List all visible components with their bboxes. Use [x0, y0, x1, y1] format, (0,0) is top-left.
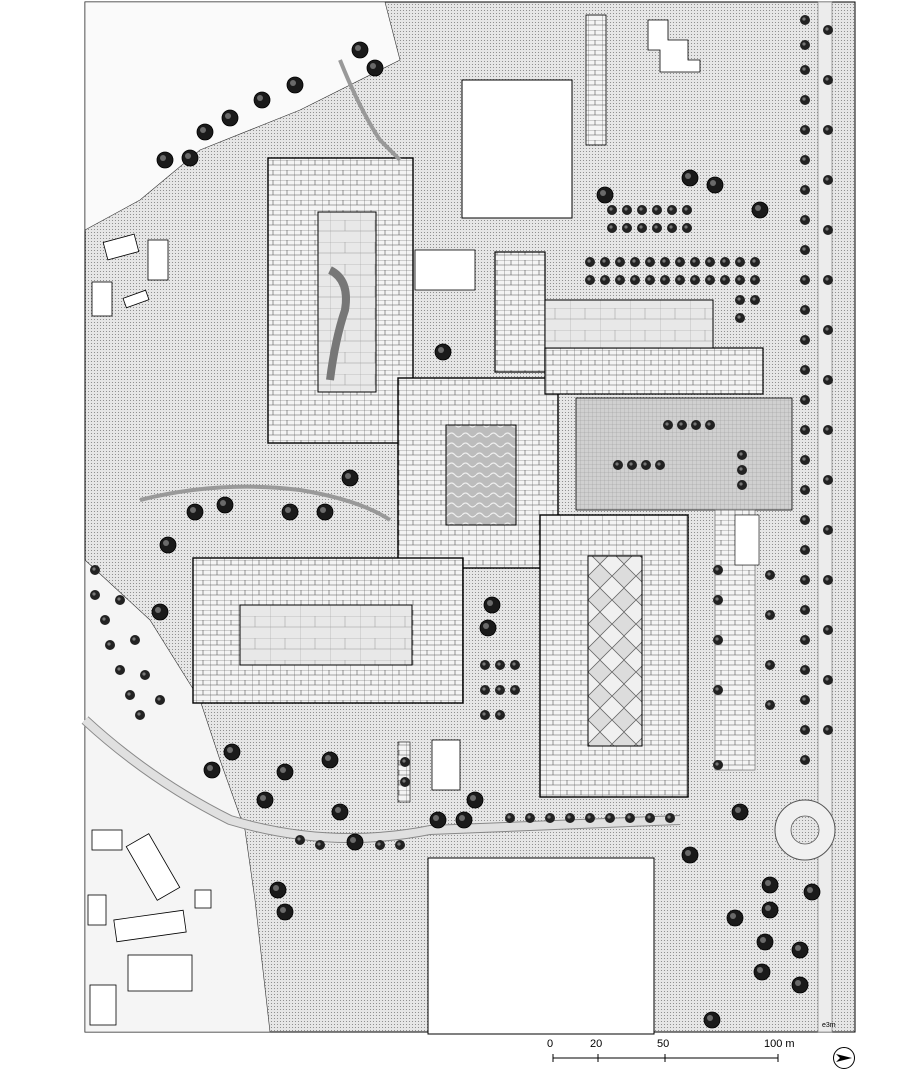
scale-bar: 0 20 50 100 m: [540, 1038, 800, 1068]
scale-tick-100: 100 m: [764, 1038, 795, 1050]
wing-north-west: [267, 157, 414, 444]
garden-path: [139, 484, 392, 522]
scale-tick-50: 50: [657, 1038, 670, 1050]
north-sports-hall: [461, 79, 573, 219]
east-road: [817, 1, 833, 1033]
drawing-mark: e3m: [822, 1022, 836, 1029]
west-houses: [87, 233, 212, 1026]
wing-south-east: [539, 514, 689, 798]
scale-tick-0: 0: [547, 1038, 554, 1050]
wing-north-east: [494, 251, 764, 395]
north-arrow-icon: [833, 1047, 855, 1069]
scale-tick-20: 20: [590, 1038, 603, 1050]
north-house: [647, 19, 701, 73]
entrance-pavilion: [414, 249, 476, 291]
north-greenhouse: [585, 14, 607, 146]
south-kiosk: [431, 739, 461, 791]
scale-bar-graphic: [552, 1054, 779, 1062]
east-plaza: [575, 397, 793, 511]
north-west-field: [84, 1, 401, 231]
wing-south-west: [192, 557, 464, 704]
central-block: [397, 377, 559, 569]
south-sports-hall: [427, 857, 655, 1035]
